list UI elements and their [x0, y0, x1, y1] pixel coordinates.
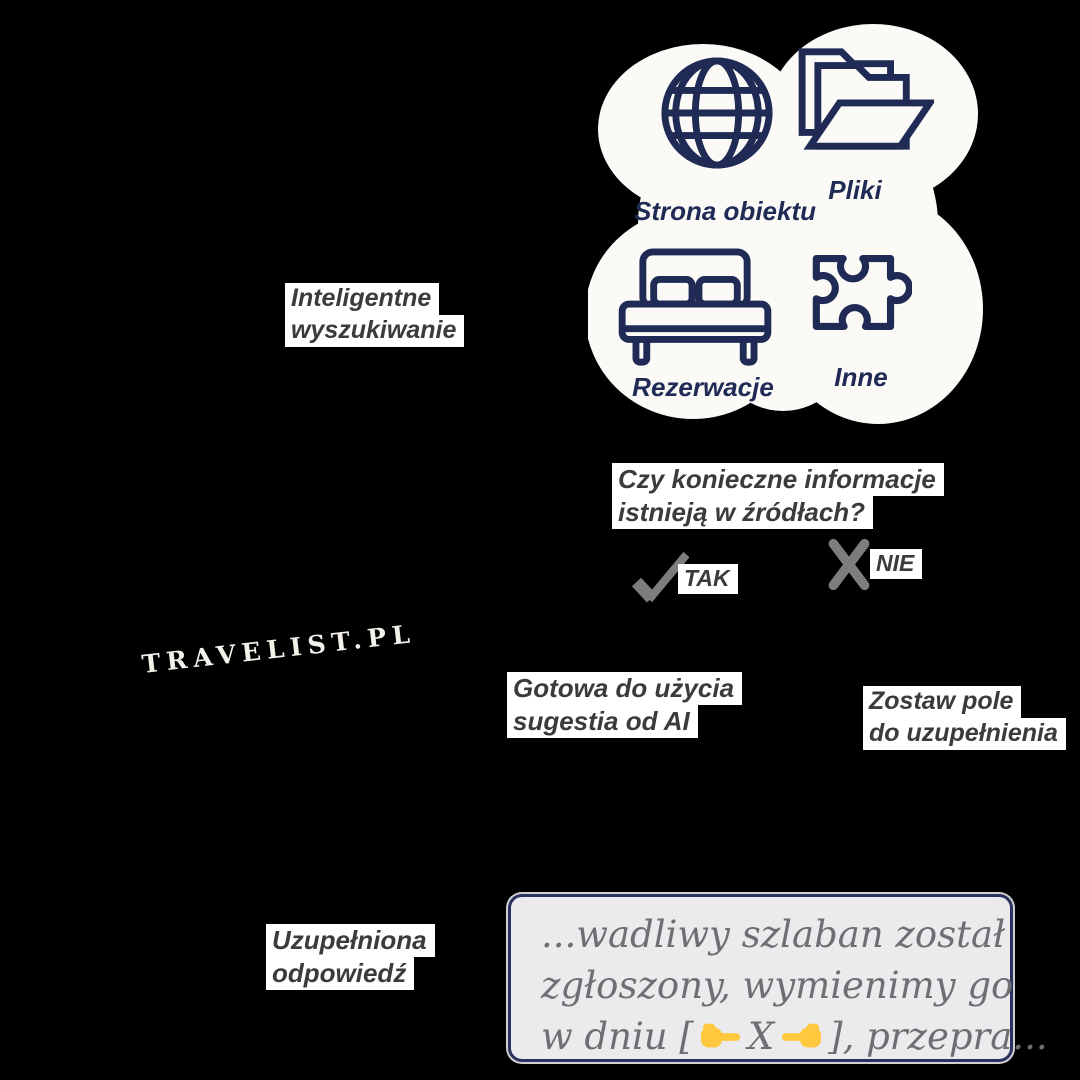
globe-icon	[661, 57, 773, 169]
quote-box: ...wadliwy szlaban został zgłoszony, wym…	[508, 894, 1048, 1062]
no-result-label: Zostaw pole do uzupełnienia	[863, 686, 1066, 750]
puzzle-icon	[812, 254, 912, 331]
bed-icon	[618, 248, 772, 366]
yes-check-icon	[631, 551, 689, 603]
no-label: NIE	[870, 549, 923, 579]
brand-logo: TRAVELIST.PL	[140, 618, 418, 679]
source-label-files: Pliki	[828, 175, 882, 205]
question-label: Czy konieczne informacje istnieją w źród…	[612, 463, 944, 529]
no-x-icon	[828, 538, 870, 591]
quote-line-3: w dniu [X], przepra...	[541, 1015, 1048, 1058]
pointing-left-icon	[782, 1023, 822, 1048]
pointing-right-icon	[700, 1023, 740, 1048]
answer-label: Uzupełniona odpowiedź	[266, 924, 435, 990]
quote-line-1: ...wadliwy szlaban został	[541, 913, 1006, 956]
source-label-other: Inne	[834, 362, 888, 392]
data-sources-blob: Strona obiektu Pliki Rezerwacje	[588, 14, 988, 440]
source-label-reservations: Rezerwacje	[632, 372, 774, 402]
smart-search-label: Inteligentne wyszukiwanie	[285, 283, 465, 347]
source-label-website: Strona obiektu	[633, 196, 816, 226]
folders-icon	[798, 48, 934, 150]
quote-line-2: zgłoszony, wymienimy go	[541, 964, 1014, 1007]
yes-result-label: Gotowa do użycia sugestia od AI	[507, 672, 743, 738]
yes-label: TAK	[678, 564, 738, 594]
